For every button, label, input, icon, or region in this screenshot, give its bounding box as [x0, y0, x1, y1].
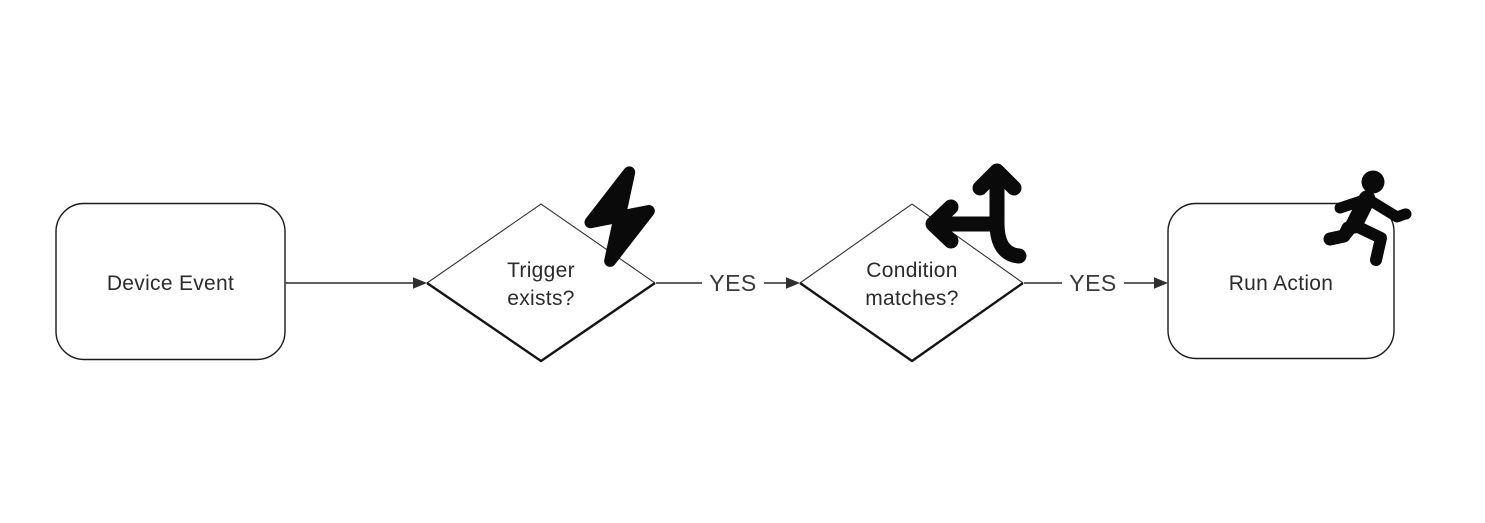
edge-trigger-to-condition: YES	[656, 270, 800, 296]
node-label-line2: matches?	[865, 287, 958, 310]
diamond-top-edges	[799, 203, 1024, 284]
edge-condition-to-run-action: YES	[1024, 270, 1168, 296]
node-label: Device Event	[107, 272, 234, 295]
arrowhead-icon	[413, 277, 427, 289]
node-label-line1: Trigger	[507, 259, 575, 282]
node-device-event: Device Event	[55, 202, 286, 361]
node-trigger-exists: Trigger exists?	[426, 203, 656, 363]
edge-label-yes: YES	[709, 270, 757, 296]
diamond-bottom-edges	[426, 282, 656, 363]
split-arrows-icon	[925, 163, 1027, 264]
rounded-rect-shape	[55, 202, 286, 361]
lightning-bolt-icon	[584, 166, 655, 267]
person-running-icon	[1323, 170, 1412, 266]
edge-device-event-to-trigger	[285, 277, 427, 289]
node-label-line1: Condition	[866, 259, 957, 282]
diamond-bottom-edges	[799, 282, 1024, 363]
node-label-line2: exists?	[507, 287, 574, 310]
node-label: Run Action	[1229, 272, 1334, 295]
arrowhead-icon	[1154, 277, 1168, 289]
node-condition-matches: Condition matches?	[799, 203, 1024, 363]
arrowhead-icon	[786, 277, 800, 289]
edge-label-yes: YES	[1069, 270, 1117, 296]
